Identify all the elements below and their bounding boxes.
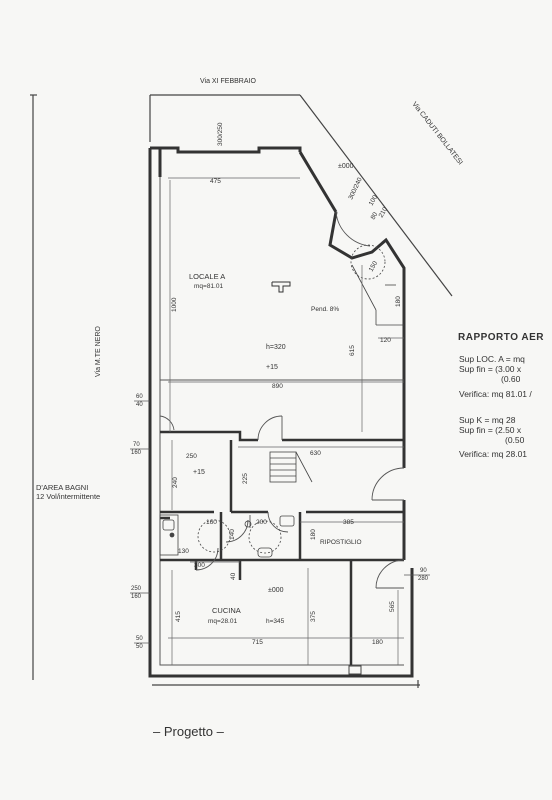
t-symbol	[271, 281, 291, 293]
dim-225: 225	[242, 473, 249, 484]
rapporto-line: (0.50	[505, 435, 525, 445]
rapporto-line: Sup LOC. A = mq	[459, 354, 525, 364]
dimension-lines	[168, 177, 404, 665]
ripostiglio-name: RIPOSTIGLIO	[320, 539, 362, 546]
dim-50-a: 50	[136, 636, 143, 642]
room-labels: LOCALE A mq=81.01 h=320 +15 Pend. 8% +15…	[189, 163, 362, 625]
footer-progetto: – Progetto –	[153, 724, 224, 739]
dim-160-left2: 160	[131, 594, 142, 600]
entrance-level: ±000	[338, 163, 354, 170]
dim-715: 715	[252, 639, 263, 646]
dim-280: 280	[418, 576, 429, 582]
dim-140: 140	[229, 529, 236, 540]
dim-window-210: 210	[378, 206, 390, 219]
dim-160-left: 160	[131, 450, 142, 456]
interior-walls	[160, 430, 404, 665]
dim-60: 60	[136, 394, 143, 400]
dim-90: 90	[420, 568, 427, 574]
dim-475: 475	[210, 178, 221, 185]
stairs	[269, 451, 313, 483]
rapporto-line: Verifica: mq 28.01	[459, 449, 528, 459]
bagni-note-line2: 12 Vol/intermittente	[36, 492, 101, 501]
dim-615: 615	[349, 345, 356, 356]
inner-wall-lines	[159, 177, 404, 666]
dim-250: 250	[186, 453, 197, 460]
street-west: Via M.TE NERO	[95, 326, 102, 377]
dim-250-left: 250	[131, 586, 142, 592]
rapporto-line: (0.60	[501, 374, 521, 384]
dim-415: 415	[175, 611, 182, 622]
dim-50-b: 50	[136, 644, 143, 650]
dim-120: 120	[380, 337, 391, 344]
left-edge-ticks	[130, 400, 430, 644]
dim-40: 40	[230, 572, 237, 580]
locale-a-level: +15	[266, 364, 278, 371]
dim-180-rip: 180	[310, 529, 317, 540]
rapporto-line: Sup fin = (3.00 x	[459, 364, 522, 374]
dim-385: 385	[343, 519, 354, 526]
dim-40-left: 40	[136, 402, 143, 408]
dimension-labels: 475 890 630 250 225 240 1000 615 120 180…	[171, 122, 402, 646]
dim-240: 240	[172, 477, 179, 488]
dim-70: 70	[133, 442, 140, 448]
dim-375: 375	[310, 611, 317, 622]
dim-180-ramp: 180	[395, 296, 402, 307]
locale-a-name: LOCALE A	[189, 272, 225, 281]
dim-window-top: 300/250	[217, 122, 224, 146]
rapporto-line: Sup fin = (2.50 x	[459, 425, 522, 435]
street-north: Via XI FEBBRAIO	[200, 78, 256, 85]
dim-150-ramp: 150	[368, 260, 380, 273]
dim-180-bottom: 180	[372, 639, 383, 646]
locale-a-height: h=320	[266, 344, 286, 351]
dim-565: 565	[389, 601, 396, 612]
locale-a-area: mq=81.01	[194, 283, 223, 290]
rapporto-line: Sup K = mq 28	[459, 415, 516, 425]
cucina-area: mq=28.01	[208, 618, 237, 625]
cucina-name: CUCINA	[212, 606, 241, 615]
dim-160: 160	[206, 519, 217, 526]
corridor-level: +15	[193, 469, 205, 476]
cucina-fixture	[348, 665, 362, 675]
dim-1000: 1000	[171, 297, 178, 312]
dim-890: 890	[272, 383, 283, 390]
dim-window-diag: 300/240	[347, 176, 363, 201]
rapporto-title: RAPPORTO AER	[458, 332, 545, 343]
dim-window-100: 100	[368, 194, 380, 207]
page-frame	[30, 94, 453, 688]
rapporto-line: Verifica: mq 81.01 /	[459, 389, 532, 399]
bagni-note-line1: D'AREA BAGNI	[36, 483, 89, 492]
ramp	[351, 264, 404, 326]
ramp-slope: Pend. 8%	[311, 306, 339, 313]
cucina-level: ±000	[268, 587, 284, 594]
left-edge-dims: 60 40 70 160 250 160 50 50 90 280	[131, 394, 429, 650]
dim-window-80: 80	[370, 211, 380, 221]
outer-walls	[148, 146, 414, 678]
dim-130: 130	[178, 548, 189, 555]
dim-300: 300	[194, 562, 205, 569]
street-east: Via CADUTI BOLLATESI	[410, 101, 463, 166]
doors	[159, 211, 405, 589]
bathroom-fixtures	[159, 244, 386, 558]
dim-630: 630	[310, 450, 321, 457]
dim-200: 200	[256, 519, 267, 526]
cucina-height: h=345	[266, 618, 285, 625]
